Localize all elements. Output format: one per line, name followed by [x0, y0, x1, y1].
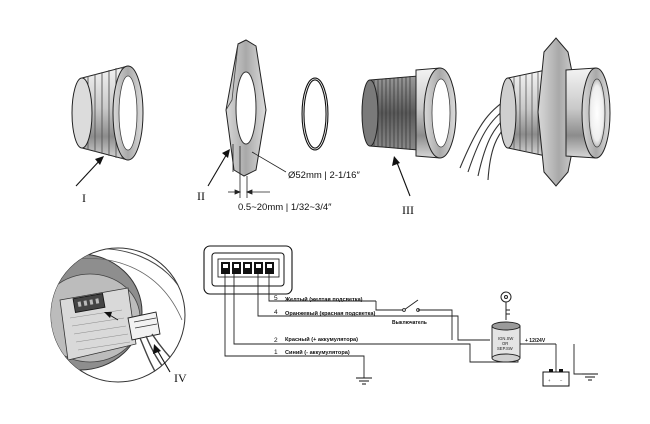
connector-socket [203, 245, 293, 295]
wire-text-4: Оранжевый (красная подсветка) [285, 310, 375, 317]
label-part-iii: III [402, 203, 414, 217]
wire-text-1: Синий (- аккумулятора) [285, 349, 350, 356]
wire-number-4: 4 [274, 309, 278, 316]
assembled-gauge [459, 37, 611, 187]
wires [224, 274, 590, 378]
connector-detail [50, 247, 186, 383]
o-ring [301, 77, 329, 151]
svg-text:+: + [548, 378, 551, 383]
ground-icon-battery [582, 373, 598, 381]
wire-number-1: 1 [274, 349, 278, 356]
wire-text-5: Желтый (желтая подсветка) [284, 296, 363, 303]
label-part-iv: IV [174, 371, 187, 385]
ignition-switch: IGN.SW OR SEP.SW [491, 321, 521, 363]
dimension-diameter: Ø52mm | 2-1/16″ [288, 170, 360, 181]
arrow-part-ii [207, 149, 230, 187]
bezel-ring [71, 65, 144, 161]
label-part-i: I [82, 191, 86, 205]
wire-label-5: 5 Желтый (желтая подсветка) [274, 295, 363, 303]
label-part-ii: II [197, 189, 205, 203]
wire-label-4: 4 Оранжевый (красная подсветка) [274, 309, 375, 317]
ignition-line-1: IGN.SW [498, 336, 513, 341]
threaded-nut [361, 67, 457, 159]
ignition-line-3: SEP.SW [497, 346, 513, 351]
key-icon [500, 291, 512, 320]
dimension-lines [228, 151, 287, 198]
svg-text:−: − [560, 378, 563, 383]
ground-icon [356, 377, 372, 385]
switch-label: Выключатель [392, 320, 427, 326]
arrow-part-i [75, 156, 104, 187]
wire-label-2: 2 Красный (+ аккумулятора) [274, 336, 358, 344]
wire-label-1: 1 Синий (- аккумулятора) [274, 349, 350, 356]
wire-number-2: 2 [274, 337, 278, 344]
arrow-part-iii [392, 156, 411, 197]
arrow-part-iv [153, 344, 171, 373]
wire-text-2: Красный (+ аккумулятора) [285, 336, 358, 343]
battery-icon: + − [542, 369, 570, 387]
wire-number-5: 5 [274, 295, 278, 302]
dimension-thickness: 0.5~20mm | 1/32~3/4″ [238, 202, 332, 213]
mounting-bracket [225, 39, 267, 177]
ignition-line-2: OR [502, 341, 508, 346]
power-label: + 12/24V [525, 338, 546, 344]
